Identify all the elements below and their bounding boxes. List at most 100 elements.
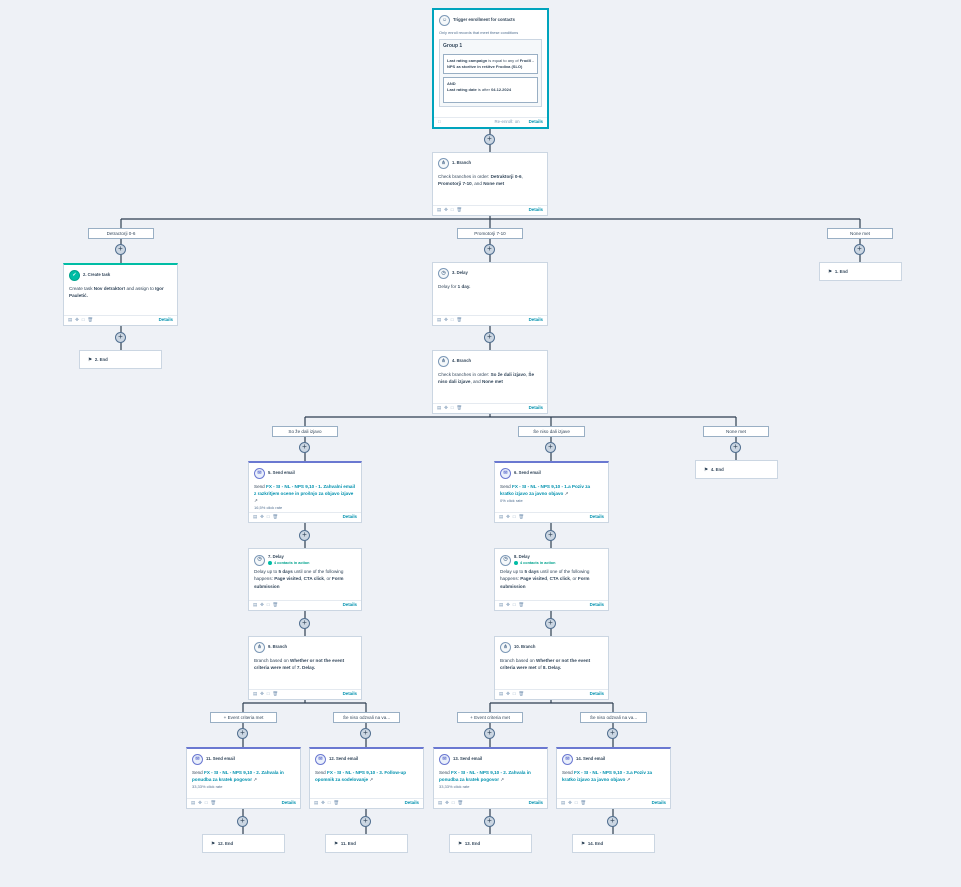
action-card-1-branch[interactable]: ⋔1. Branch Check branches in order: Detr… — [432, 152, 548, 216]
branch-label-detractors[interactable]: Detractorji 0-6 — [88, 228, 154, 239]
add-action-plus-icon[interactable]: + — [484, 244, 495, 255]
branch-label-not-responded[interactable]: Še niso odzvali na va... — [333, 712, 400, 723]
end-node-13[interactable]: ⚑13. End — [449, 834, 532, 853]
clone-icon[interactable]: □ — [81, 317, 85, 323]
move-icon[interactable]: ✥ — [260, 602, 264, 608]
add-action-plus-icon[interactable]: + — [484, 816, 495, 827]
details-link[interactable]: Details — [589, 602, 604, 608]
delete-icon[interactable]: 🗑 — [456, 317, 463, 323]
copy-icon[interactable]: ▤ — [437, 207, 442, 213]
details-link[interactable]: Details — [589, 514, 604, 520]
move-icon[interactable]: ✥ — [75, 317, 79, 323]
action-card-5-send-email[interactable]: ✉5. Send email Send FX - SI - NL - NPS 9… — [248, 461, 362, 523]
clone-icon[interactable]: □ — [204, 800, 208, 806]
details-link[interactable]: Details — [528, 317, 543, 323]
details-link[interactable]: Details — [528, 800, 543, 806]
action-card-13-send-email[interactable]: ✉13. Send email Send FX - SI - NL - NPS … — [433, 747, 548, 809]
copy-icon[interactable]: ▤ — [561, 800, 566, 806]
add-action-plus-icon[interactable]: + — [299, 442, 310, 453]
trigger-card[interactable]: ☺Trigger enrollment for contacts Only en… — [432, 8, 549, 129]
branch-label-not-responded[interactable]: Še niso odzvali na va... — [580, 712, 647, 723]
add-action-plus-icon[interactable]: + — [115, 244, 126, 255]
clone-icon[interactable]: □ — [266, 602, 270, 608]
delete-icon[interactable]: 🗑 — [210, 800, 217, 806]
delete-icon[interactable]: 🗑 — [518, 602, 525, 608]
details-link[interactable]: Details — [281, 800, 296, 806]
move-icon[interactable]: ✥ — [506, 691, 510, 697]
action-card-10-branch[interactable]: ⋔10. Branch Branch based on Whether or n… — [494, 636, 609, 700]
contacts-in-action[interactable]: 4 contacts in action — [520, 560, 556, 565]
end-node-1[interactable]: ⚑1. End — [819, 262, 902, 281]
email-link[interactable]: FX - SI - NL - NPS 9,10 - 1.a Poziv za k… — [500, 484, 591, 497]
branch-label-none-met[interactable]: None met — [827, 228, 893, 239]
action-card-2-create-task[interactable]: ✓2. Create task Create task Nov detrakto… — [63, 263, 178, 326]
move-icon[interactable]: ✥ — [321, 800, 325, 806]
copy-icon[interactable]: ▤ — [438, 800, 443, 806]
add-action-plus-icon[interactable]: + — [237, 728, 248, 739]
details-link[interactable]: Details — [342, 514, 357, 520]
add-action-plus-icon[interactable]: + — [607, 728, 618, 739]
clone-icon[interactable]: □ — [266, 514, 270, 520]
clone-icon[interactable]: □ — [574, 800, 578, 806]
add-action-plus-icon[interactable]: + — [484, 728, 495, 739]
copy-icon[interactable]: ▤ — [437, 317, 442, 323]
move-icon[interactable]: ✥ — [260, 514, 264, 520]
delete-icon[interactable]: 🗑 — [87, 317, 94, 323]
action-card-9-branch[interactable]: ⋔9. Branch Branch based on Whether or no… — [248, 636, 362, 700]
move-icon[interactable]: ✥ — [444, 207, 448, 213]
clone-icon[interactable]: □ — [512, 691, 516, 697]
details-link[interactable]: Details — [404, 800, 419, 806]
reenroll-status[interactable]: Re-enroll: on — [494, 119, 520, 125]
details-link[interactable]: Details — [528, 405, 543, 411]
move-icon[interactable]: ✥ — [260, 691, 264, 697]
clone-icon[interactable]: □ — [327, 800, 331, 806]
trigger-details-link[interactable]: Details — [528, 119, 543, 125]
end-node-4[interactable]: ⚑4. End — [695, 460, 778, 479]
action-card-4-branch[interactable]: ⋔4. Branch Check branches in order: So ž… — [432, 350, 548, 414]
delete-icon[interactable]: 🗑 — [272, 691, 279, 697]
copy-icon[interactable]: ▤ — [253, 602, 258, 608]
clone-icon[interactable]: □ — [450, 317, 454, 323]
delete-icon[interactable]: 🗑 — [580, 800, 587, 806]
details-link[interactable]: Details — [589, 691, 604, 697]
move-icon[interactable]: ✥ — [568, 800, 572, 806]
branch-label-promoters[interactable]: Promotorji 7-10 — [457, 228, 523, 239]
details-link[interactable]: Details — [651, 800, 666, 806]
end-node-2[interactable]: ⚑2. End — [79, 350, 162, 369]
branch-label-event-met[interactable]: + Event criteria met — [457, 712, 523, 723]
branch-label-not-yet[interactable]: Še niso dali izjave — [518, 426, 585, 437]
add-action-plus-icon[interactable]: + — [360, 816, 371, 827]
contacts-in-action[interactable]: 4 contacts in action — [274, 560, 310, 565]
end-node-12[interactable]: ⚑12. End — [202, 834, 285, 853]
add-action-plus-icon[interactable]: + — [607, 816, 618, 827]
delete-icon[interactable]: 🗑 — [518, 691, 525, 697]
branch-label-none-met-2[interactable]: None met — [703, 426, 769, 437]
copy-icon[interactable]: ▤ — [499, 514, 504, 520]
action-card-3-delay[interactable]: ◷3. Delay Delay for 1 day. ▤✥□🗑Details — [432, 262, 548, 326]
action-card-11-send-email[interactable]: ✉11. Send email Send FX - SI - NL - NPS … — [186, 747, 301, 809]
email-link[interactable]: FX - SI - NL - NPS 9,10 - 2. Zahvala in … — [439, 770, 531, 783]
add-action-plus-icon[interactable]: + — [545, 442, 556, 453]
end-node-11[interactable]: ⚑11. End — [325, 834, 408, 853]
move-icon[interactable]: ✥ — [506, 602, 510, 608]
move-icon[interactable]: ✥ — [198, 800, 202, 806]
add-action-plus-icon[interactable]: + — [545, 618, 556, 629]
clone-icon[interactable]: □ — [450, 405, 454, 411]
add-action-plus-icon[interactable]: + — [730, 442, 741, 453]
copy-icon[interactable]: ▤ — [437, 405, 442, 411]
add-action-plus-icon[interactable]: + — [545, 530, 556, 541]
copy-icon[interactable]: ▤ — [314, 800, 319, 806]
clone-icon[interactable]: □ — [266, 691, 270, 697]
email-link[interactable]: FX - SI - NL - NPS 9,10 - 2. Zahvala in … — [192, 770, 284, 783]
move-icon[interactable]: ✥ — [506, 514, 510, 520]
action-card-6-send-email[interactable]: ✉6. Send email Send FX - SI - NL - NPS 9… — [494, 461, 609, 523]
add-action-plus-icon[interactable]: + — [299, 530, 310, 541]
move-icon[interactable]: ✥ — [444, 405, 448, 411]
email-link[interactable]: FX - SI - NL - NPS 9,10 - 3.a Poziv za k… — [562, 770, 653, 783]
add-action-plus-icon[interactable]: + — [360, 728, 371, 739]
copy-icon[interactable]: ▤ — [191, 800, 196, 806]
end-node-14[interactable]: ⚑14. End — [572, 834, 655, 853]
